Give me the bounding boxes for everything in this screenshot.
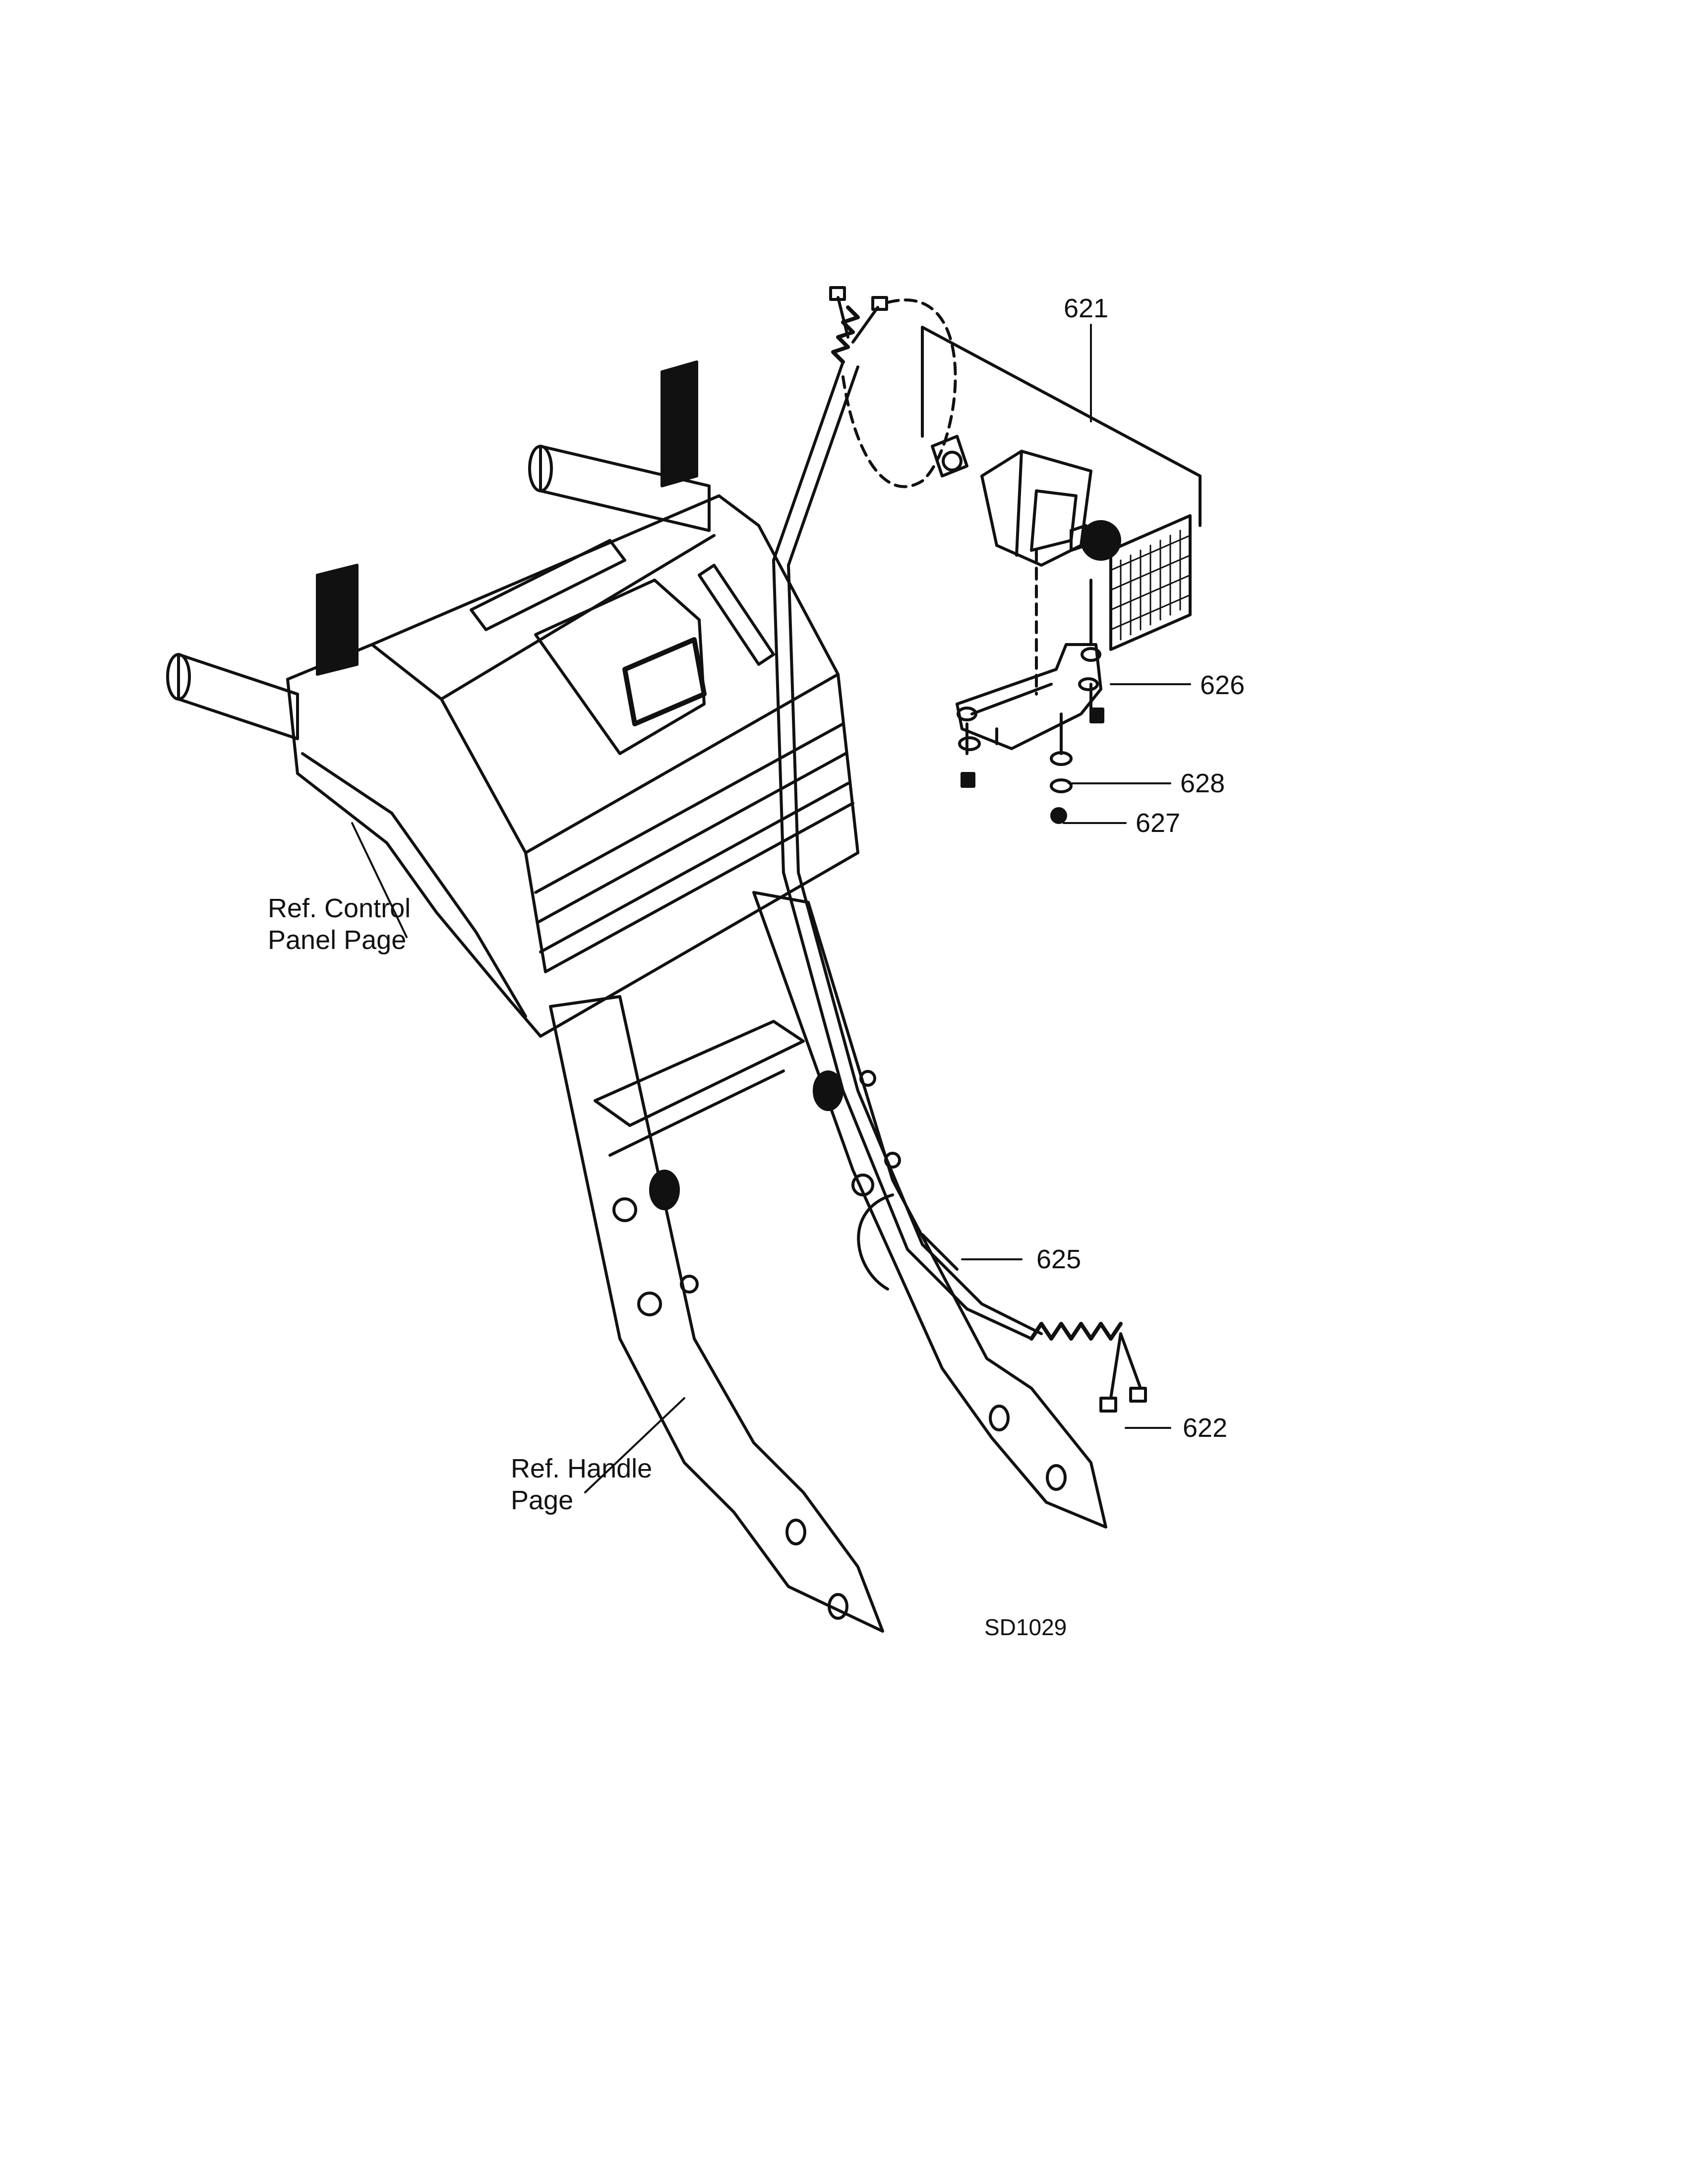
callout-626: 626 [1200, 670, 1245, 700]
wiring-harness [772, 286, 1147, 1413]
drawing-id: SD1029 [984, 1614, 1067, 1640]
ref-control-panel-line1: Ref. Control [268, 893, 411, 923]
callout-627: 627 [1136, 808, 1181, 838]
callout-625: 625 [1036, 1244, 1082, 1274]
callout-628: 628 [1180, 768, 1225, 798]
ref-handle-line2: Page [511, 1485, 574, 1515]
fasteners [961, 708, 1104, 824]
leader-lines [351, 324, 1191, 1493]
handle-grips [166, 360, 711, 740]
bracket [956, 643, 1102, 766]
callout-622: 622 [1183, 1413, 1228, 1443]
handle-frame [549, 891, 1107, 1633]
headlight-assembly [921, 326, 1202, 696]
ref-control-panel-line2: Panel Page [268, 925, 407, 955]
ref-handle-line1: Ref. Handle [511, 1454, 653, 1483]
callout-621: 621 [1064, 294, 1109, 323]
